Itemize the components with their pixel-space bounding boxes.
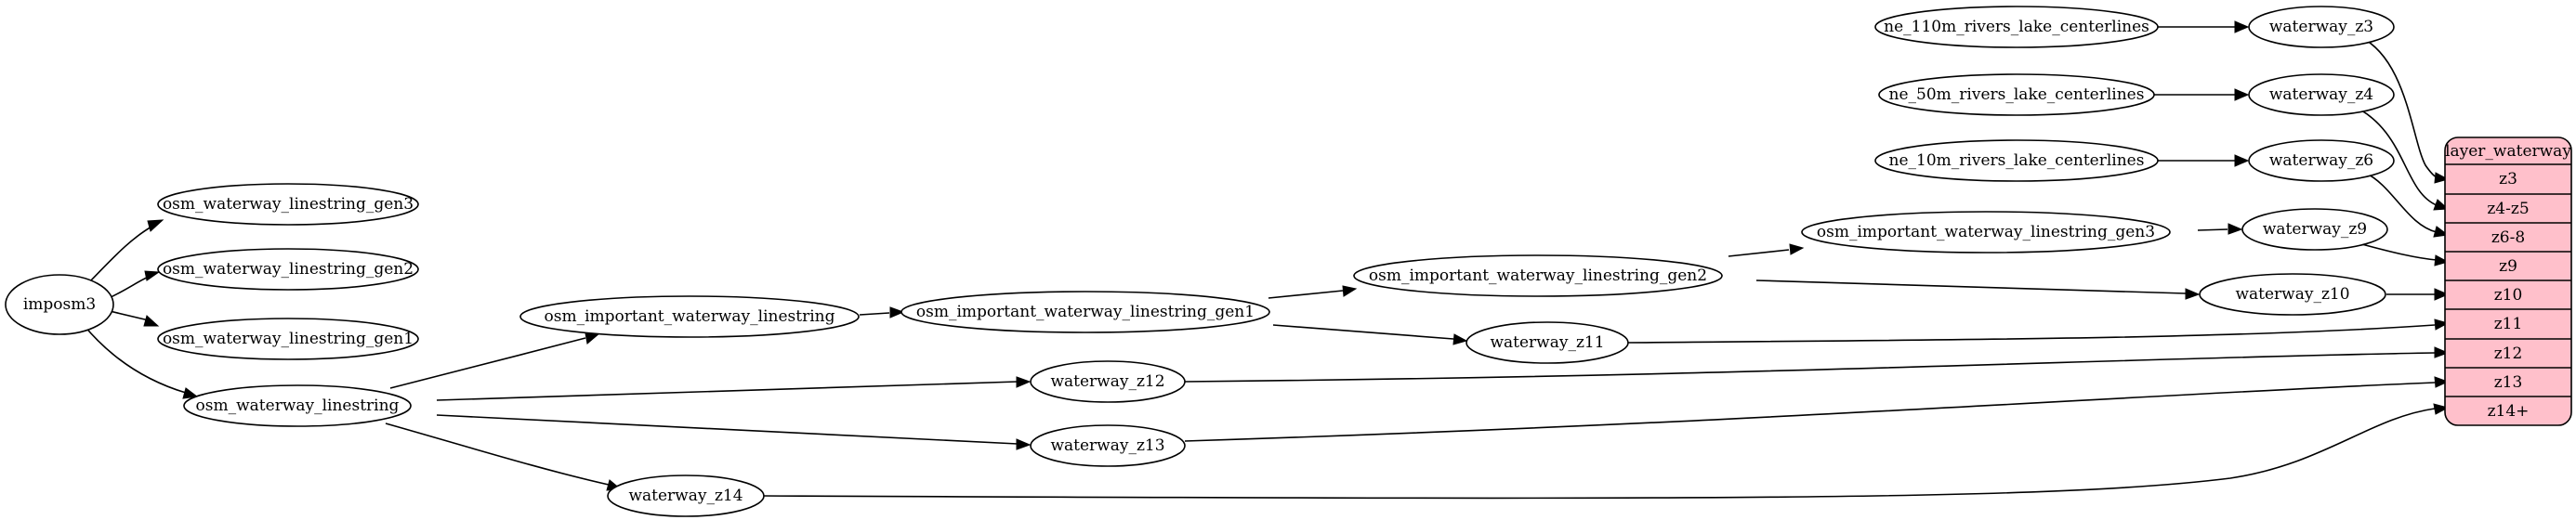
edge-osm-waterway-linestring-to-z14 xyxy=(385,422,623,491)
node-label: waterway_z6 xyxy=(2269,151,2373,170)
node-ne-10m-rivers-lake-centerlines[interactable]: ne_10m_rivers_lake_centerlines xyxy=(1874,139,2159,182)
layer-row-z12: z12 xyxy=(2494,344,2523,363)
node-label: waterway_z13 xyxy=(1050,436,1164,455)
node-ne-110m-rivers-lake-centerlines[interactable]: ne_110m_rivers_lake_centerlines xyxy=(1874,6,2159,48)
edge-imposm3-to-gen2 xyxy=(106,270,161,300)
edge-z3-to-layer-z3 xyxy=(2356,34,2450,184)
node-waterway-z4[interactable]: waterway_z4 xyxy=(2248,73,2395,116)
node-ne-50m-rivers-lake-centerlines[interactable]: ne_50m_rivers_lake_centerlines xyxy=(1878,73,2155,116)
node-osm-waterway-linestring-gen3[interactable]: osm_waterway_linestring_gen3 xyxy=(157,183,419,226)
node-osm-important-waterway-linestring-gen1[interactable]: osm_important_waterway_linestring_gen1 xyxy=(900,291,1270,333)
layer-row-z4-z5: z4-z5 xyxy=(2487,200,2529,218)
node-label: osm_waterway_linestring xyxy=(196,396,400,415)
node-label: ne_10m_rivers_lake_centerlines xyxy=(1889,151,2145,170)
node-waterway-z13[interactable]: waterway_z13 xyxy=(1030,424,1186,467)
edge-osm-waterway-linestring-to-z12 xyxy=(436,376,1032,401)
edge-z13-to-layer-z13 xyxy=(1184,376,2450,442)
node-osm-waterway-linestring-gen1[interactable]: osm_waterway_linestring_gen1 xyxy=(157,318,419,360)
edge-imposm3-to-gen1 xyxy=(109,310,160,327)
node-waterway-z14[interactable]: waterway_z14 xyxy=(607,474,765,517)
node-waterway-z10[interactable]: waterway_z10 xyxy=(2199,273,2386,316)
node-osm-important-waterway-linestring-gen3[interactable]: osm_important_waterway_linestring_gen3 xyxy=(1801,211,2171,254)
edge-z12-to-layer-z12 xyxy=(1184,346,2450,383)
node-label: waterway_z11 xyxy=(1490,333,1604,352)
edge-osm-waterway-linestring-to-z13 xyxy=(436,414,1032,450)
node-label: osm_waterway_linestring_gen1 xyxy=(163,330,414,348)
node-waterway-z9[interactable]: waterway_z9 xyxy=(2241,208,2388,251)
layer-row-z6-8: z6-8 xyxy=(2491,228,2525,247)
node-label: osm_waterway_linestring_gen2 xyxy=(163,260,414,279)
edge-important-to-gen1 xyxy=(859,306,905,318)
node-label: osm_important_waterway_linestring_gen1 xyxy=(916,303,1255,321)
node-label: waterway_z4 xyxy=(2269,85,2373,104)
layer-title: layer_waterway xyxy=(2445,142,2571,161)
layer-row-z9: z9 xyxy=(2499,257,2517,276)
edge-z9-to-layer-z9 xyxy=(2358,242,2450,266)
edge-z10-to-layer-z10 xyxy=(2386,288,2450,301)
node-osm-waterway-linestring[interactable]: osm_waterway_linestring xyxy=(183,384,412,427)
node-osm-important-waterway-linestring[interactable]: osm_important_waterway_linestring xyxy=(519,295,860,338)
edge-ne110m-to-z3 xyxy=(2158,20,2250,33)
node-label: waterway_z12 xyxy=(1050,372,1164,391)
node-waterway-z11[interactable]: waterway_z11 xyxy=(1465,321,1629,364)
layer-row-z13: z13 xyxy=(2494,373,2523,392)
node-label: osm_important_waterway_linestring_gen2 xyxy=(1369,266,1707,285)
node-label: waterway_z10 xyxy=(2235,285,2349,304)
edge-gen1-to-gen2 xyxy=(1268,285,1358,299)
layer-row-z14plus: z14+ xyxy=(2488,402,2530,421)
layer-row-z10: z10 xyxy=(2494,286,2523,305)
node-label: ne_110m_rivers_lake_centerlines xyxy=(1884,18,2149,36)
node-label: osm_waterway_linestring_gen3 xyxy=(163,195,414,214)
edge-ne10m-to-z6 xyxy=(2158,154,2250,167)
node-imposm3[interactable]: imposm3 xyxy=(5,274,114,335)
node-waterway-z6[interactable]: waterway_z6 xyxy=(2248,139,2395,182)
node-osm-waterway-linestring-gen2[interactable]: osm_waterway_linestring_gen2 xyxy=(157,248,419,291)
node-label: osm_important_waterway_linestring xyxy=(545,307,835,326)
layer-row-z11: z11 xyxy=(2494,315,2523,333)
edge-ne50m-to-z4 xyxy=(2154,88,2250,101)
edge-osm-waterway-linestring-to-important xyxy=(389,332,601,389)
edge-gen1-to-z11 xyxy=(1272,324,1468,345)
edge-gen3-to-z9 xyxy=(2197,223,2243,235)
node-label: waterway_z9 xyxy=(2263,220,2367,239)
node-label: ne_50m_rivers_lake_centerlines xyxy=(1889,85,2145,104)
node-waterway-z12[interactable]: waterway_z12 xyxy=(1030,360,1186,403)
edge-gen2-to-gen3 xyxy=(1728,243,1805,257)
node-label: osm_important_waterway_linestring_gen3 xyxy=(1817,223,2155,241)
edge-imposm3-to-osm-waterway-linestring xyxy=(83,324,199,399)
layer-waterway-table[interactable]: layer_waterway z3 z4-z5 z6-8 z9 z10 z11 … xyxy=(2444,136,2572,426)
node-label: imposm3 xyxy=(23,295,96,314)
node-osm-important-waterway-linestring-gen2[interactable]: osm_important_waterway_linestring_gen2 xyxy=(1353,254,1723,297)
layer-row-z3: z3 xyxy=(2499,170,2517,188)
edge-z11-to-layer-z11 xyxy=(1627,318,2450,344)
node-waterway-z3[interactable]: waterway_z3 xyxy=(2248,6,2395,48)
node-label: waterway_z3 xyxy=(2269,18,2373,36)
edge-z14-to-layer-z14plus xyxy=(763,403,2450,500)
edge-gen2-to-z10 xyxy=(1755,280,2201,300)
node-label: waterway_z14 xyxy=(628,487,743,505)
